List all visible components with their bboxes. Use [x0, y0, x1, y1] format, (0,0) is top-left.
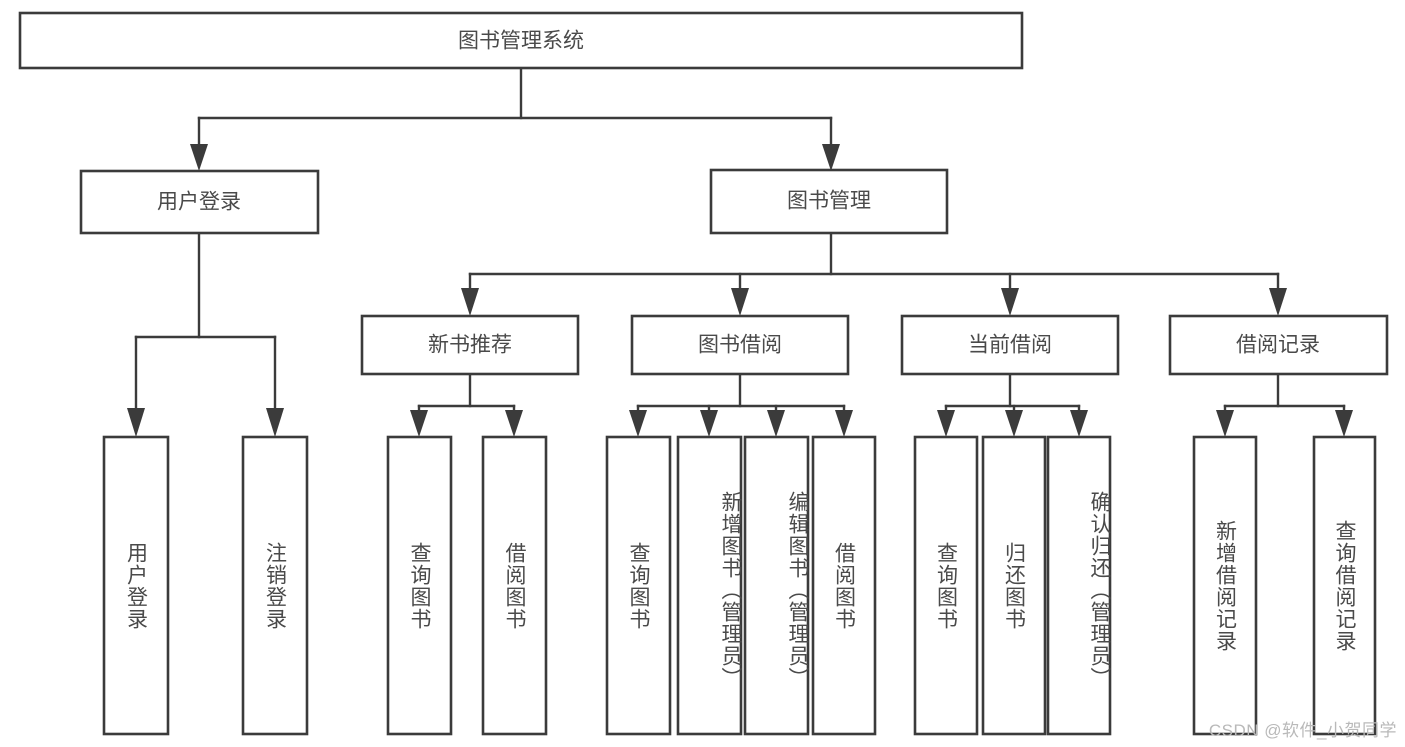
- node-layer: 图书管理系统 用户登录 图书管理 新书推荐 图书借阅: [18, 11, 1389, 736]
- node-leaf-borrow-book-1-box[interactable]: [481, 435, 548, 736]
- node-book-management-label: 图书管理: [787, 190, 871, 213]
- arrow-to-user-login: [190, 144, 208, 171]
- node-current-borrow-box[interactable]: [900, 314, 1120, 376]
- node-borrow-record-box[interactable]: [1168, 314, 1389, 376]
- node-leaf-add-record-box[interactable]: [1192, 435, 1258, 736]
- node-root-label: 图书管理系统: [458, 30, 584, 53]
- node-current-borrow-label: 当前借阅: [968, 334, 1052, 357]
- node-current-borrow[interactable]: 当前借阅: [900, 314, 1120, 376]
- arrow-to-leaf-confirm-return: [1070, 410, 1088, 437]
- node-root-box[interactable]: [18, 11, 1024, 70]
- arrow-to-leaf-add-book: [700, 410, 718, 437]
- arrow-to-leaf-query-book-1: [410, 410, 428, 437]
- node-leaf-query-book-2-box[interactable]: [605, 435, 672, 736]
- node-leaf-query-record-box[interactable]: [1312, 435, 1377, 736]
- arrow-to-new-book-recommend: [461, 288, 479, 316]
- arrow-to-leaf-return-book: [1005, 410, 1023, 437]
- csdn-watermark: CSDN @软件_小贺同学: [1208, 721, 1397, 740]
- node-borrow-record-label: 借阅记录: [1236, 334, 1320, 357]
- node-leaf-confirm-return-box[interactable]: [1046, 435, 1112, 736]
- node-book-borrow-label: 图书借阅: [698, 334, 782, 357]
- arrow-to-leaf-borrow-book-2: [835, 410, 853, 437]
- node-leaf-query-book-3-box[interactable]: [913, 435, 979, 736]
- node-user-login[interactable]: 用户登录: [79, 169, 320, 235]
- node-book-borrow-box[interactable]: [630, 314, 850, 376]
- arrow-to-leaf-query-book-2: [629, 410, 647, 437]
- arrow-to-leaf-user-login: [127, 408, 145, 437]
- node-book-borrow[interactable]: 图书借阅: [630, 314, 850, 376]
- node-leaf-add-book-box[interactable]: [676, 435, 743, 736]
- arrow-to-borrow-record: [1269, 288, 1287, 316]
- arrow-to-leaf-edit-book: [767, 410, 785, 437]
- connector-layer: [127, 66, 1353, 437]
- node-root[interactable]: 图书管理系统: [18, 11, 1024, 70]
- arrow-to-leaf-borrow-book-1: [505, 410, 523, 437]
- arrow-to-leaf-query-book-3: [937, 410, 955, 437]
- arrow-to-leaf-user-logout: [266, 408, 284, 437]
- node-leaf-query-book-1-box[interactable]: [386, 435, 453, 736]
- arrow-to-leaf-add-record: [1216, 410, 1234, 437]
- node-borrow-record[interactable]: 借阅记录: [1168, 314, 1389, 376]
- node-book-management[interactable]: 图书管理: [709, 168, 949, 235]
- node-leaf-borrow-book-2-box[interactable]: [811, 435, 877, 736]
- arrow-to-leaf-query-record: [1335, 410, 1353, 437]
- node-new-book-recommend-label: 新书推荐: [428, 334, 512, 357]
- node-new-book-recommend-box[interactable]: [360, 314, 580, 376]
- node-leaf-return-book-box[interactable]: [981, 435, 1047, 736]
- node-new-book-recommend[interactable]: 新书推荐: [360, 314, 580, 376]
- node-leaf-user-logout-box[interactable]: [241, 435, 309, 736]
- node-book-management-box[interactable]: [709, 168, 949, 235]
- arrow-to-current-borrow: [1001, 288, 1019, 316]
- node-leaf-user-login-box[interactable]: [102, 435, 170, 736]
- node-user-login-box[interactable]: [79, 169, 320, 235]
- arrow-to-book-borrow: [731, 288, 749, 316]
- arrow-to-book-management: [822, 144, 840, 171]
- node-leaf-edit-book-box[interactable]: [743, 435, 810, 736]
- node-user-login-label: 用户登录: [157, 191, 241, 214]
